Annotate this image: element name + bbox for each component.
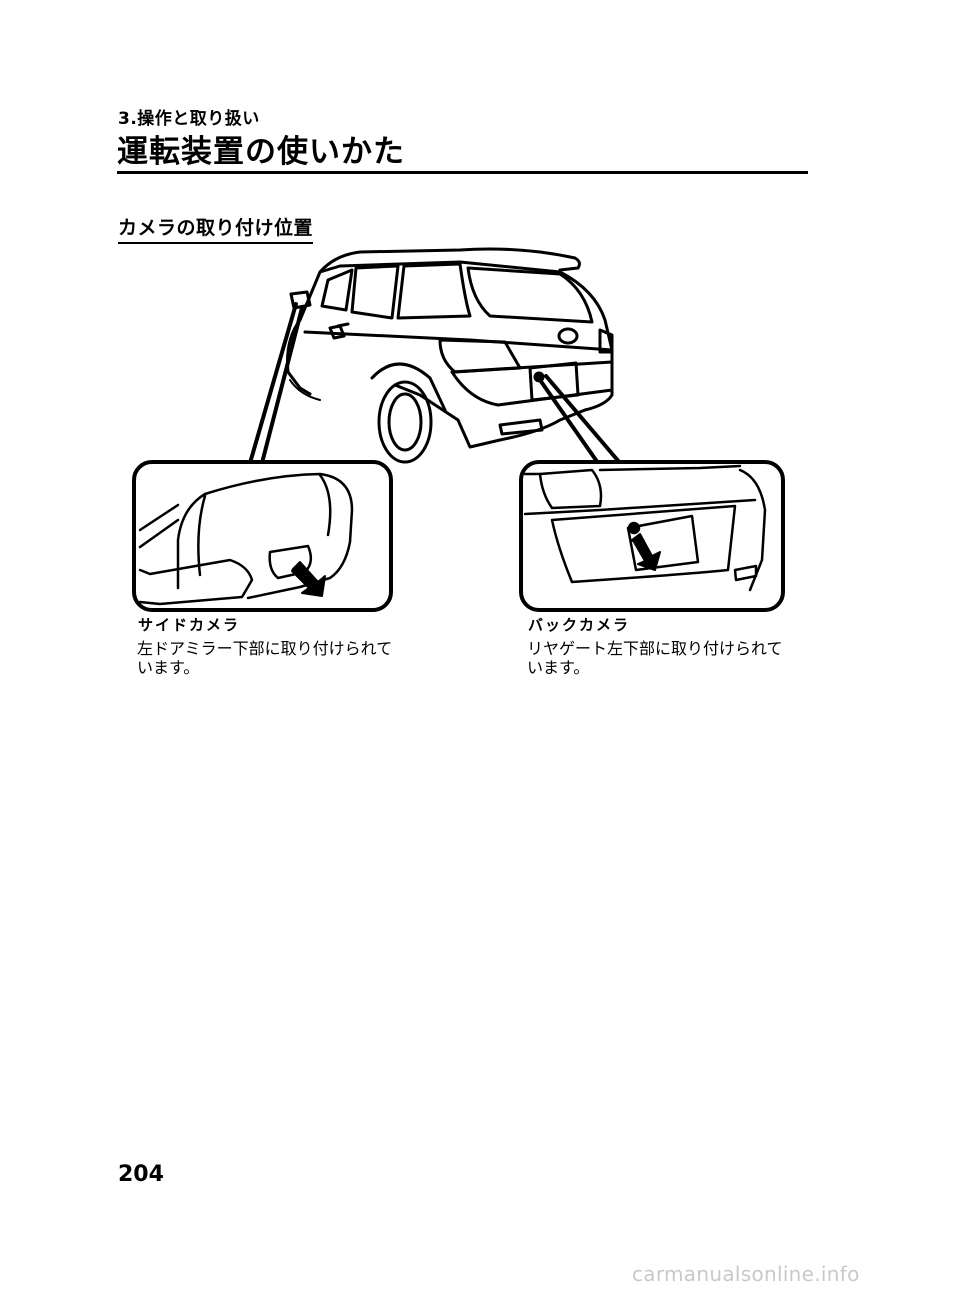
leader-lines [248,302,622,465]
side-camera-detail-panel [132,460,393,612]
watermark: carmanualsonline.info [632,1262,860,1286]
page-number: 204 [118,1162,164,1187]
side-camera-description-line2: います。 [137,658,200,677]
side-camera-label: サイドカメラ [138,616,241,634]
section-heading: カメラの取り付け位置 [118,213,314,244]
side-camera-description-line1: 左ドアミラー下部に取り付けられて [137,639,393,658]
back-camera-label: バックカメラ [528,616,631,634]
car-drawing [286,247,614,464]
title-divider [117,171,808,174]
back-camera-description-line1: リヤゲート左下部に取り付けられて [527,639,783,658]
page-title: 運転装置の使いかた [117,134,405,170]
back-camera-description: リヤゲート左下部に取り付けられて います。 [527,639,817,677]
back-camera-detail-panel [519,460,785,612]
side-camera-description: 左ドアミラー下部に取り付けられて います。 [137,639,427,677]
camera-location-illustration [132,247,785,612]
back-camera-description-line2: います。 [527,658,590,677]
chapter-label: 3.操作と取り扱い [118,109,260,129]
